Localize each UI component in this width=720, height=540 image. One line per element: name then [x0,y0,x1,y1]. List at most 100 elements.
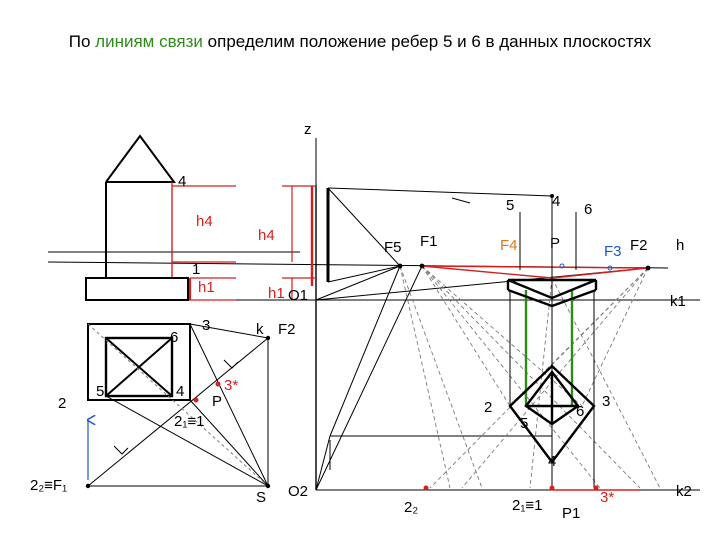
point-p-left [193,397,199,403]
label-1-left: 1 [192,261,200,278]
label-2-2-bottom: 2₂ [404,499,418,516]
point-k [265,335,271,341]
plan-outer-square [87,323,191,401]
title-part-1: По [68,32,96,51]
title-highlight: линиям связи [95,32,203,51]
dash-f2-a [461,267,649,489]
line-6-to-s [87,323,269,487]
label-h1-b: h1 [268,285,285,302]
label-f2-right: F2 [630,237,648,254]
ray-to-o2 [315,435,331,491]
plan-view [87,323,191,401]
line-3-to-s [189,323,269,487]
label-5-top: 5 [506,197,514,214]
point-4-top [550,194,554,198]
line-4-to-s [189,399,269,487]
point-s [265,483,271,489]
ray-to-f5 [327,187,401,267]
plan-diagonal-2 [105,337,173,397]
dimension-lines-left [172,185,236,301]
point-3-star-right [593,485,599,491]
roof-triangle [105,134,176,183]
label-f5: F5 [384,239,402,256]
red-f1-p [421,265,553,279]
label-p-left: P [212,393,222,410]
plan-diamond [508,364,596,464]
dash-p-a [551,277,661,489]
label-6-right: 6 [576,403,584,420]
label-6-left: 6 [170,329,178,346]
black-points-right [397,194,651,271]
label-3-star-right: 3* [600,489,614,506]
dimension-lines-center [282,185,316,300]
label-2-1-left: 2₁≡1 [174,413,205,430]
dash-f1-b [421,265,641,489]
perspective-rays [315,187,649,491]
dash-p-b [529,277,553,489]
base-top-triangle [507,278,597,300]
label-f3: F3 [604,243,622,260]
line-3-to-k [189,323,269,339]
label-h1-a: h1 [198,279,215,296]
label-2-1-bottom: 2₁≡1 [512,497,543,514]
label-h4-a: h4 [196,213,213,230]
label-f1: F1 [420,233,438,250]
point-2-1 [549,485,555,491]
label-4-top: 4 [552,193,560,210]
title-part-2: определим положение ребер 5 и 6 в данных… [202,32,652,51]
label-5-left: 5 [96,383,104,400]
right-angle-mark-1 [223,359,239,369]
label-2-left: 2 [58,395,66,412]
label-3-right: 3 [602,393,610,410]
arrow-tick-top [451,197,471,204]
line-f1-to-k [87,337,269,487]
black-points-left [85,335,271,489]
red-points-right [423,485,599,491]
perspective-plan [508,364,596,464]
label-2-right: 2 [484,399,492,416]
right-angle-mark-2 [113,445,129,455]
label-o1: O1 [288,287,308,304]
label-3-star-left: 3* [224,377,238,394]
dash-f5-b [399,265,451,489]
point-3-star-left [215,381,221,387]
base-lower-right [551,288,597,308]
red-f1-f2 [421,265,649,269]
ray-o1-to-f5 [315,265,401,301]
front-view-house [85,134,192,301]
label-4-right: 4 [548,453,556,470]
dash-f5-a [399,265,483,489]
dashed-fan [399,265,661,489]
ray-o2-to-f1 [315,265,423,491]
label-5-right: 5 [520,415,528,432]
plan-inner-square [104,336,174,398]
label-2-2-f1: 2₂≡F₁ [30,477,67,494]
point-f3-blue [607,265,613,271]
label-h: h [676,237,684,254]
point-f2-right [645,265,651,271]
point-f5 [397,263,403,269]
slide-title: По линиям связи определим положение ребе… [40,30,680,54]
perspective-base [506,278,598,308]
label-4-left: 4 [178,173,186,190]
base-lower-left [507,288,553,308]
label-4-plan: 4 [176,383,184,400]
label-k2: k2 [676,483,692,500]
red-horizon-triangle [421,265,649,279]
vertical-link-lines [509,196,595,488]
ray-f5-down [329,265,401,437]
dash-f1-d [421,265,583,407]
label-z: z [304,121,312,138]
horizon-lines [47,251,700,491]
red-f2-p [551,267,649,279]
label-p1: P1 [562,505,580,522]
label-k: k [256,321,264,338]
label-f2-left: F2 [278,321,296,338]
label-3-left: 3 [202,317,210,334]
point-f1 [85,483,91,489]
dash-f1-a [421,265,601,489]
dash-f2-d [581,267,649,407]
point-p-blue [559,263,565,269]
base-slab [85,277,189,301]
